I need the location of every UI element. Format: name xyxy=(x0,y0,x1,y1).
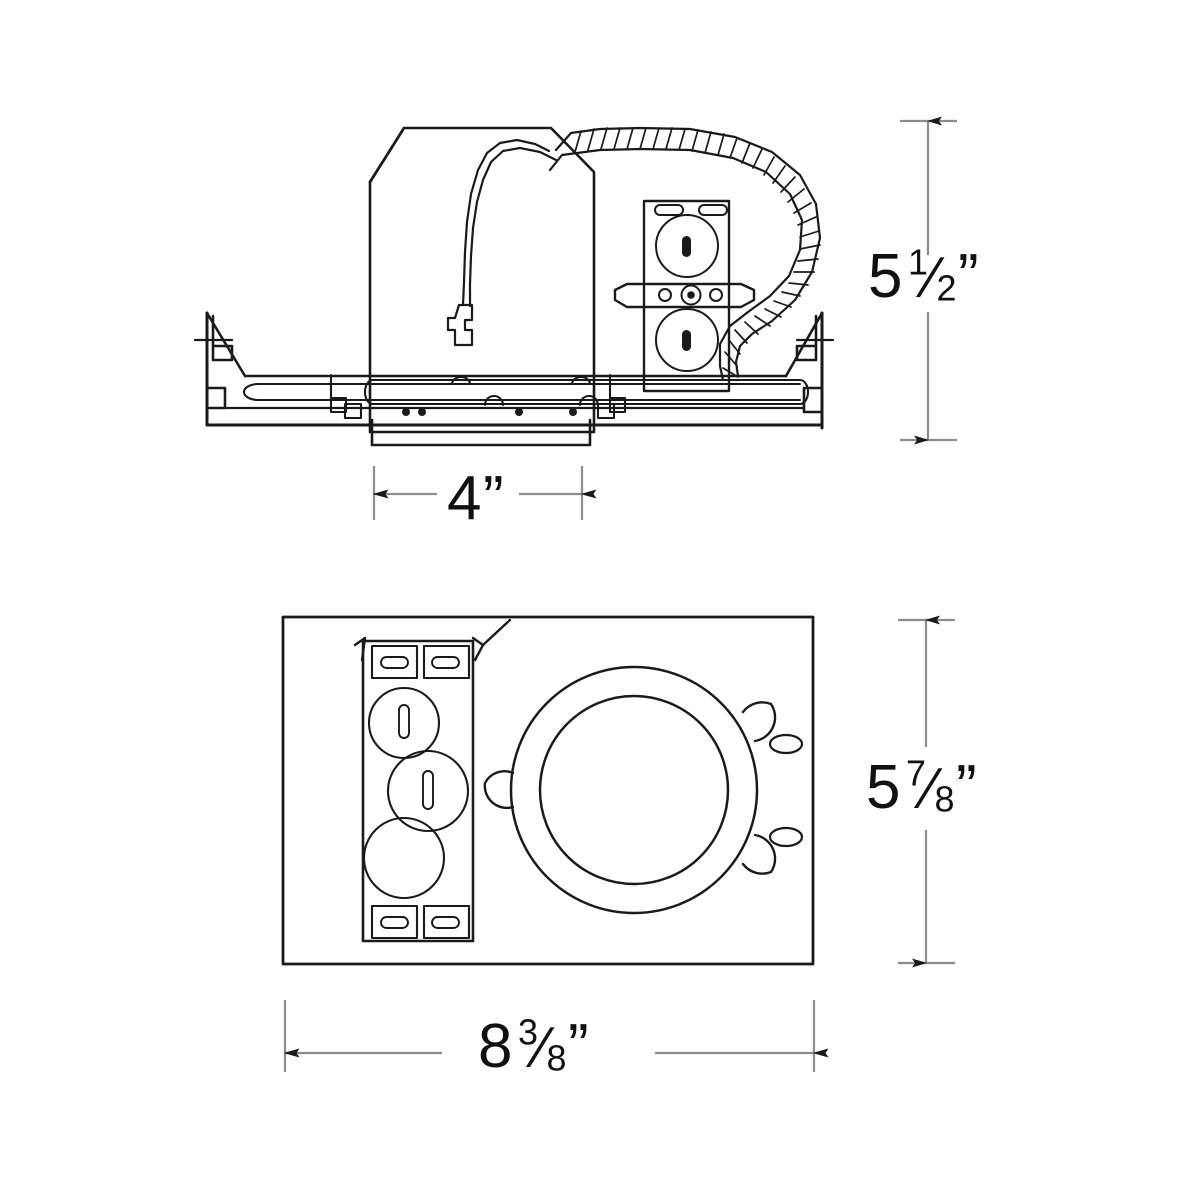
dim-slash: ⁄ xyxy=(925,757,935,821)
hanger-bars xyxy=(242,378,810,406)
dim-plan-height xyxy=(898,615,955,968)
dim-unit: ” xyxy=(958,242,979,311)
dim-unit: ” xyxy=(568,1012,589,1081)
jbox-mounting-strap xyxy=(613,282,756,309)
wire-lead xyxy=(446,138,558,347)
dim-fraction: 3⁄8 xyxy=(517,1011,567,1081)
dim-unit: ” xyxy=(956,753,977,822)
dim-denominator: 8 xyxy=(934,778,955,820)
side-view xyxy=(193,126,835,447)
aperture-lugs xyxy=(483,701,804,875)
dim-fraction: 7⁄8 xyxy=(905,752,955,822)
housing-bottom-stub xyxy=(370,418,592,447)
dim-plan-width xyxy=(283,1000,829,1072)
dim-numerator: 1 xyxy=(907,241,928,283)
junction-box xyxy=(642,199,731,393)
dim-side-height xyxy=(900,116,957,445)
dimension-annotations xyxy=(283,116,957,1072)
plan-view xyxy=(281,615,815,966)
dim-denominator: 2 xyxy=(936,267,957,309)
dim-whole: 8 xyxy=(478,1012,512,1081)
dim-slash: ⁄ xyxy=(537,1016,547,1080)
dim-whole: 4 xyxy=(447,464,481,533)
dim-whole: 5 xyxy=(868,242,902,311)
plan-frame-outline xyxy=(281,615,815,966)
dim-slash: ⁄ xyxy=(927,246,937,310)
junction-box-plan xyxy=(361,639,475,943)
mounting-bracket-left xyxy=(193,311,247,427)
dim-whole: 5 xyxy=(866,753,900,822)
mounting-bracket-right xyxy=(784,311,835,430)
dim-numerator: 7 xyxy=(905,752,926,794)
housing-body xyxy=(368,126,596,434)
dim-unit: ” xyxy=(482,464,504,533)
dim-numerator: 3 xyxy=(517,1011,538,1053)
pan-clips xyxy=(329,373,627,420)
dim-fraction: 1⁄2 xyxy=(907,241,957,311)
dimension-label-side-width: 4” xyxy=(447,468,504,530)
aperture-rings xyxy=(509,665,759,915)
mounting-pan xyxy=(205,374,824,427)
dim-side-width xyxy=(372,466,597,520)
dim-denominator: 8 xyxy=(546,1037,567,1079)
flex-conduit xyxy=(548,126,822,382)
hanger-bar-tips xyxy=(353,618,512,662)
